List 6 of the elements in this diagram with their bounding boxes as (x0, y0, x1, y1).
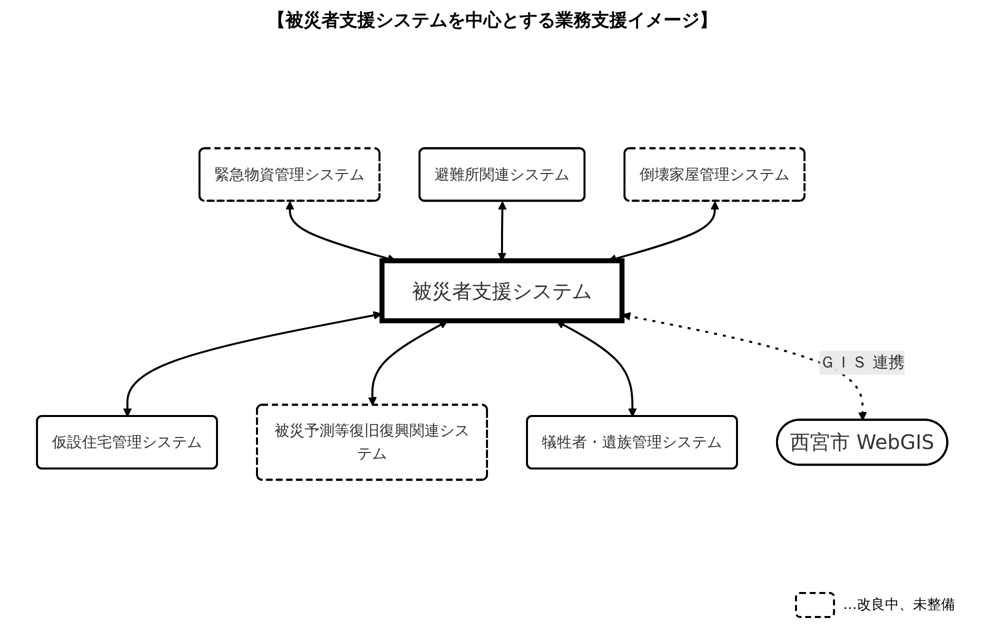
node-box: 被災者支援システム (380, 258, 625, 324)
arrow (556, 320, 638, 417)
legend-text: …改良中、未整備 (843, 596, 955, 614)
diagram-title: 【被災者支援システムを中心とする業務支援イメージ】 (268, 9, 718, 32)
arrow (368, 320, 448, 406)
edge-label: ＧＩＳ 連携 (820, 352, 906, 372)
